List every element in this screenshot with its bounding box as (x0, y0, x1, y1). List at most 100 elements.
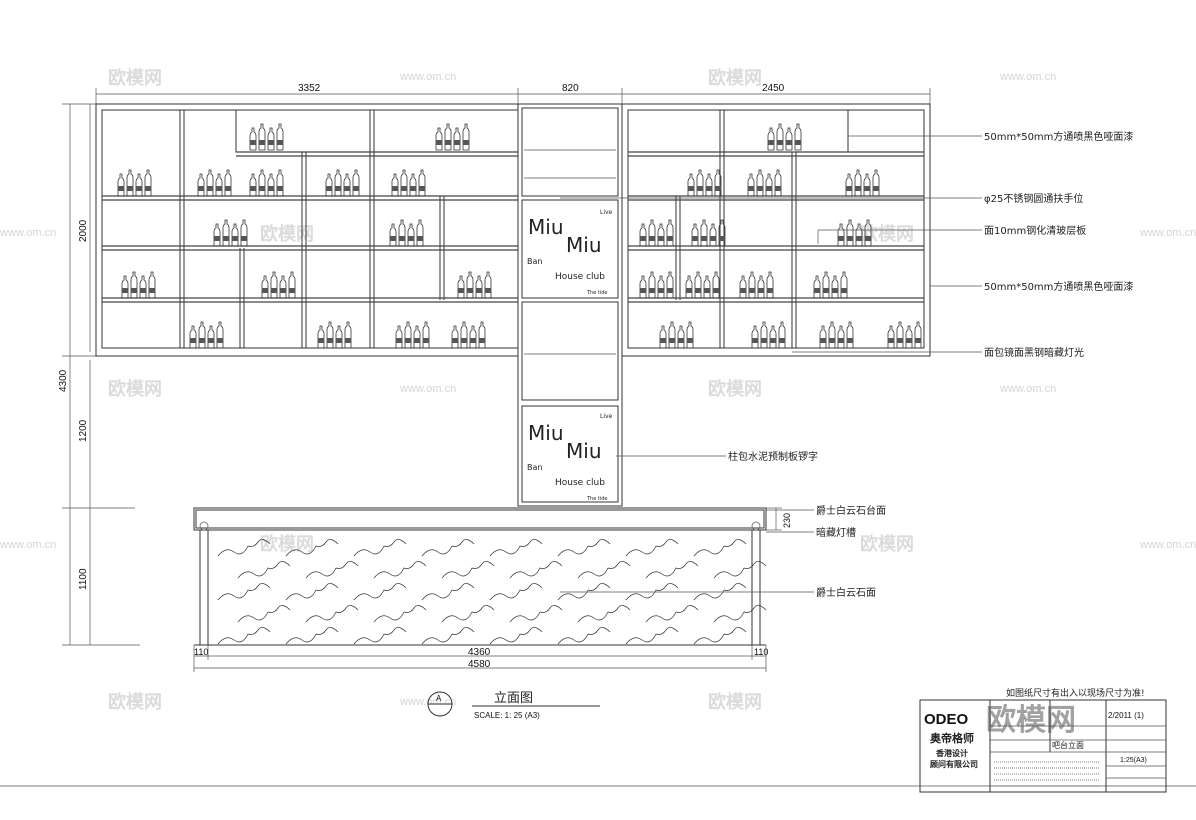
bottle (896, 321, 904, 349)
bottle (398, 219, 406, 247)
top-dimensions: 3352 820 2450 (95, 83, 931, 110)
bottle-label (225, 186, 231, 191)
bottle (198, 321, 206, 349)
watermark: 欧模网 (708, 67, 762, 88)
bottle (819, 325, 827, 349)
bottle-label (710, 236, 716, 241)
watermark: 欧模网 (708, 691, 762, 712)
bottle (837, 325, 845, 349)
bottle-label (318, 338, 324, 343)
bottle-label (414, 338, 420, 343)
bottle (739, 275, 747, 299)
bottle-group (659, 321, 694, 349)
bottle-label (345, 338, 351, 343)
bottle-label (336, 338, 342, 343)
bottle-label (250, 186, 256, 191)
bottle (703, 275, 711, 299)
bottle-label (476, 288, 482, 293)
bottle-label (749, 288, 755, 293)
title-block: 如图纸尺寸有出入以现场尺寸为准! ODEO 奥帝格师 香港设计 顾问有限公司 吧… (0, 687, 1196, 793)
bottle (475, 275, 483, 299)
bottle (677, 325, 685, 349)
bottle-label (259, 140, 265, 145)
marble-vein (217, 539, 271, 557)
bottle (288, 271, 296, 299)
bottle (828, 321, 836, 349)
bottle-label (461, 338, 467, 343)
bottle-label (250, 140, 256, 145)
marble-vein (625, 583, 679, 601)
bottle (130, 271, 138, 299)
bottle-label (454, 140, 460, 145)
logo-text: Miu (528, 421, 564, 445)
marble-vein (645, 561, 699, 579)
bottle-label (767, 288, 773, 293)
dim-label: 2000 (78, 219, 89, 242)
bottle-group (325, 169, 360, 197)
bottle (794, 123, 802, 151)
bottle-label (214, 236, 220, 241)
marble-vein (489, 539, 543, 557)
bottle-label (704, 288, 710, 293)
view-letter: A (436, 694, 442, 703)
center-column (517, 103, 623, 507)
bottle (117, 173, 125, 197)
watermark: 欧模网 (860, 223, 914, 244)
bottle-label (122, 288, 128, 293)
marble-vein (557, 539, 611, 557)
bottle (267, 127, 275, 151)
bottle-label (888, 338, 894, 343)
callout-label: 50mm*50mm方通喷黑色哑面漆 (984, 280, 1133, 293)
bottle-label (706, 186, 712, 191)
watermark: 欧模网 (108, 378, 162, 399)
bottle (831, 275, 839, 299)
watermark: www.om.cn (399, 696, 456, 708)
bottle-label (687, 338, 693, 343)
bottle-label (846, 186, 852, 191)
bottle (418, 169, 426, 197)
marble-vein (285, 583, 339, 601)
marble-vein (217, 583, 271, 601)
bottle-label (199, 338, 205, 343)
bottle (846, 321, 854, 349)
bottle-label (752, 338, 758, 343)
bottle-label (829, 338, 835, 343)
bottle-label (841, 288, 847, 293)
bottle-label (419, 186, 425, 191)
marble-pattern (217, 539, 767, 645)
callout-labels: 50mm*50mm方通喷黑色哑面漆 φ25不锈钢圆通扶手位 面10mm钢化清玻层… (728, 130, 1133, 599)
bottle (766, 271, 774, 299)
bottle (686, 321, 694, 349)
bottle (854, 169, 862, 197)
bottle (270, 271, 278, 299)
bottle-label (695, 288, 701, 293)
bottle (444, 123, 452, 151)
dim-label: 110 (754, 647, 768, 657)
view-title-text: 立面图 (494, 691, 533, 706)
bottle-group (685, 271, 720, 299)
marble-vein (217, 627, 271, 645)
bottle-label (401, 186, 407, 191)
bottle-label (795, 140, 801, 145)
bottle (648, 219, 656, 247)
bottle-label (719, 236, 725, 241)
bottle-label (410, 186, 416, 191)
marble-vein (693, 627, 747, 645)
bottle (705, 173, 713, 197)
bottle (334, 169, 342, 197)
bottle-label (463, 140, 469, 145)
bottle-label (392, 186, 398, 191)
bottle (765, 173, 773, 197)
bottle (189, 325, 197, 349)
bottle-label (906, 338, 912, 343)
bottle (422, 321, 430, 349)
bottle (687, 173, 695, 197)
marble-vein (285, 627, 339, 645)
watermark: www.om.cn (0, 539, 56, 551)
bottle-label (766, 186, 772, 191)
bottle (840, 271, 848, 299)
bottle-label (658, 288, 664, 293)
drawing-name: 吧台立面 (1052, 740, 1084, 750)
